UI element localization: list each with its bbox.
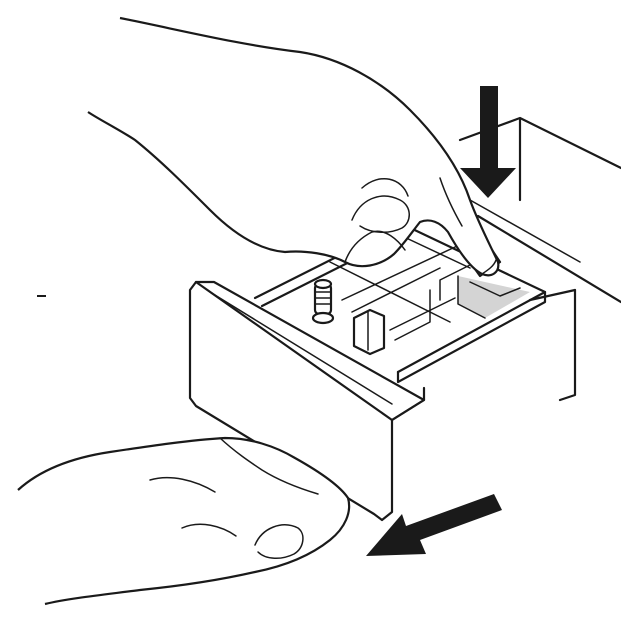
washing-machine-body [458,116,621,402]
push-down-arrow [460,86,516,198]
pushing-hand [87,16,500,277]
drawer-front-panel [188,280,426,522]
detergent-dispenser-drawer [253,222,547,384]
pull-out-arrow [366,494,502,556]
pulling-hand [17,436,351,606]
siphon-cap [311,278,335,325]
